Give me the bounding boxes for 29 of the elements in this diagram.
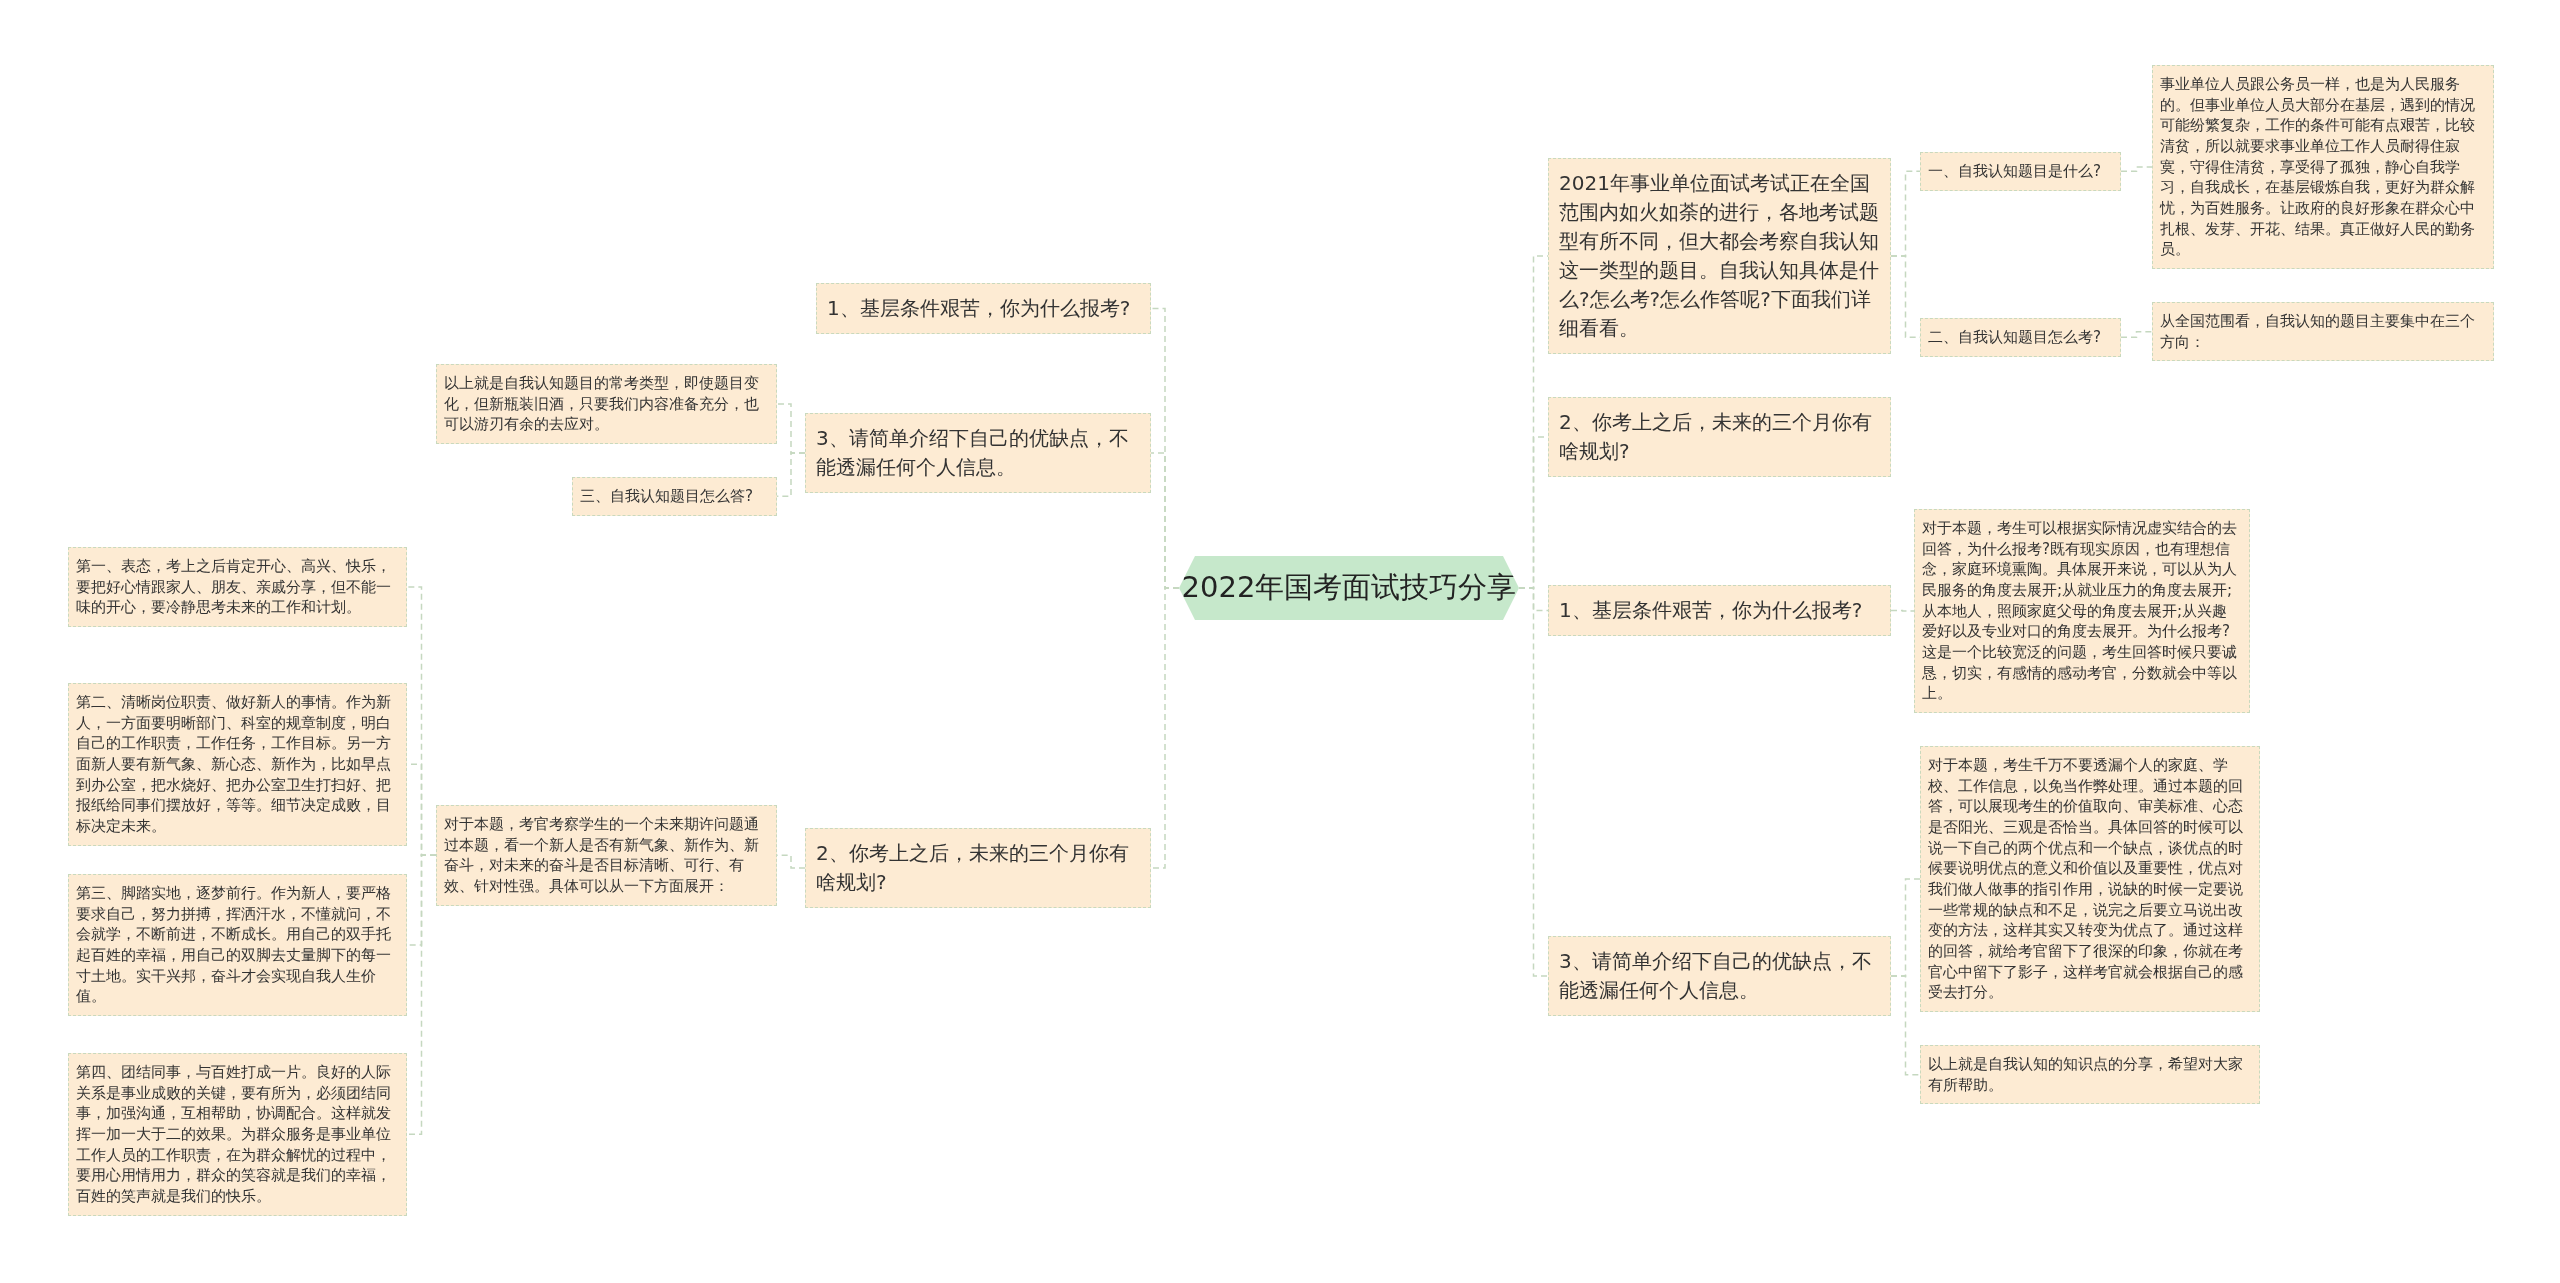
note-box: 对于本题，考生千万不要透漏个人的家庭、学校、工作信息，以免当作弊处理。通过本题的回答，可以展现考生的价值取向、审美标准、心态是否阳光、三观是否恰当。具体回答的时候可以说一下自己的两个优点和一个缺点，谈优点的时候要说明优点的意义和价值以及重要性，优点对我们做人做事的指引作用，说缺的时候一定要说一些常规的缺点和不足，说完之后要立马说出改变的方法，这样其实又转变为优点了。通过这样的回答，就给考官留下了很深的印象，你就在考官心中留下了影子，这样考官就会根据自己的感受去打分。 [1920, 746, 2260, 1013]
connector-line [776, 452, 806, 498]
note-box: 以上就是自我认知的知识点的分享，希望对大家有所帮助。 [1920, 1045, 2260, 1105]
note-box: 从全国范围看，自我认知的题目主要集中在三个方向： [2152, 302, 2494, 362]
note-box: 第一、表态，考上之后肯定开心、高兴、快乐，要把好心情跟家人、朋友、亲戚分享，但不能一味的开心，要冷静思考未来的工作和计划。 [68, 547, 407, 627]
note-box: 事业单位人员跟公务员一样，也是为人民服务的。但事业单位人员大部分在基层，遇到的情况可能纷繁复杂，工作的条件可能有点艰苦，比较清贫，所以就要求事业单位工作人员耐得住寂寞，守得住清贫，享受得了孤独，静心自我学习，自我成长，在基层锻炼自我，更好为群众解忧，为百姓服务。让政府的良好形象在群众心中扎根、发芽、开花、结果。真正做好人民的勤务员。 [2152, 65, 2494, 270]
connector-line [2120, 166, 2153, 173]
connector-line [406, 854, 437, 1136]
note-box: 三、自我认知题目怎么答? [572, 477, 777, 516]
topic-box: 2021年事业单位面试考试正在全国范围内如火如荼的进行，各地考试题型有所不同，但大都会考察自我认知这一类型的题目。自我认知具体是什么?怎么考?怎么作答呢?下面我们详细看看。 [1548, 158, 1891, 354]
note-box: 以上就是自我认知题目的常考类型，即使题目变化，但新瓶装旧酒，只要我们内容准备充分，也可以游刃有余的去应对。 [436, 364, 777, 444]
topic-box: 1、基层条件艰苦，你为什么报考? [816, 283, 1151, 334]
note-box: 第二、清晰岗位职责、做好新人的事情。作为新人，一方面要明晰部门、科室的规章制度，明白自己的工作职责，工作任务，工作目标。另一方面新人要有新气象、新心态、新作为，比如早点到办公室，把水烧好、把办公室卫生打扫好、把报纸给同事们摆放好，等等。细节决定成败，目标决定未来。 [68, 683, 407, 846]
connector-line [1890, 609, 1915, 612]
note-box: 第三、脚踏实地，逐梦前行。作为新人，要严格要求自己，努力拼搏，挥洒汗水，不懂就问，不会就学，不断前进，不断成长。用自己的双手托起百姓的幸福，用自己的双脚去丈量脚下的每一寸土地。实干兴邦，奋斗才会实现自我人生价值。 [68, 874, 407, 1017]
note-box: 二、自我认知题目怎么考? [1920, 318, 2121, 357]
connector-line [2120, 330, 2153, 339]
topic-box: 3、请简单介绍下自己的优缺点，不能透漏任何个人信息。 [805, 413, 1151, 493]
connector-line [1150, 587, 1180, 869]
note-box: 第四、团结同事，与百姓打成一片。良好的人际关系是事业成败的关键，要有所为，必须团结同事，加强沟通，互相帮助，协调配合。这样就发挥一加一大于二的效果。为群众服务是事业单位工作人员的工作职责，在为群众解忧的过程中，要用心用情用力，群众的笑容就是我们的幸福，百姓的笑声就是我们的快乐。 [68, 1053, 407, 1216]
topic-box: 1、基层条件艰苦，你为什么报考? [1548, 585, 1891, 636]
connector-line [1890, 975, 1921, 1076]
note-box: 对于本题，考官考察学生的一个未来期许问题通过本题，看一个新人是否有新气象、新作为、新奋斗，对未来的奋斗是否目标清晰、可行、有效、针对性强。具体可以从一下方面展开： [436, 805, 777, 906]
note-box: 一、自我认知题目是什么? [1920, 152, 2121, 191]
topic-box: 2、你考上之后，未来的三个月你有啥规划? [1548, 397, 1891, 477]
central-topic: 2022年国考面试技巧分享 [1179, 556, 1519, 620]
topic-box: 3、请简单介绍下自己的优缺点，不能透漏任何个人信息。 [1548, 936, 1891, 1016]
note-box: 对于本题，考生可以根据实际情况虚实结合的去回答，为什么报考?既有现实原因，也有理想信念，家庭环境熏陶。具体展开来说，可以从为人民服务的角度去展开;从就业压力的角度去展开;从本地人，照顾家庭父母的角度去展开;从兴趣爱好以及专业对口的角度去展开。为什么报考?这是一个比较宽泛的问题，考生回答时候只要诚恳，切实，有感情的感动考官，分数就会中等以上。 [1914, 509, 2250, 714]
topic-box: 2、你考上之后，未来的三个月你有啥规划? [805, 828, 1151, 908]
